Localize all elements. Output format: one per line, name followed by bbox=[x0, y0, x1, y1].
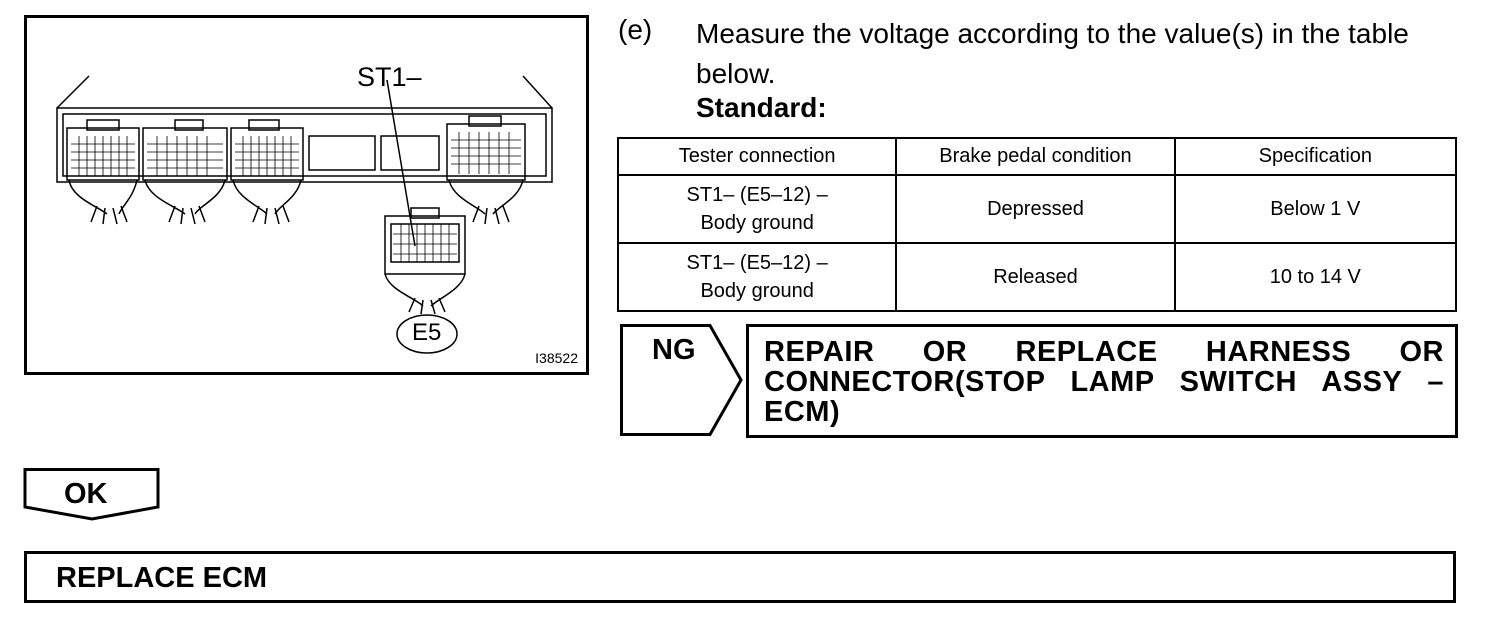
ecm-connector-figure: ST1– E5 I38522 bbox=[24, 15, 589, 375]
header-specification: Specification bbox=[1173, 137, 1458, 176]
ok-arrow-shape bbox=[23, 468, 160, 521]
ng-action-box: REPAIR OR REPLACE HARNESS OR CONNECTOR(S… bbox=[746, 324, 1458, 438]
spec-table: Tester connection Brake pedal condition … bbox=[616, 137, 1458, 312]
tester-connection-line2: Body ground bbox=[700, 212, 814, 234]
ok-label: OK bbox=[64, 478, 108, 510]
ok-branch-arrow: OK bbox=[22, 468, 162, 522]
table-row: ST1– (E5–12) – Body ground Depressed Bel… bbox=[616, 174, 1458, 244]
tester-connection-line2: Body ground bbox=[700, 280, 814, 302]
table-header-row: Tester connection Brake pedal condition … bbox=[616, 137, 1458, 176]
tester-connection-cell: ST1– (E5–12) – Body ground bbox=[616, 174, 898, 244]
tester-connection-line1: ST1– (E5–12) – bbox=[686, 184, 828, 206]
standard-label: Standard: bbox=[696, 92, 827, 123]
step-instruction: Measure the voltage according to the val… bbox=[696, 18, 1409, 89]
specification-cell: Below 1 V bbox=[1173, 174, 1458, 244]
header-brake-pedal-condition: Brake pedal condition bbox=[895, 137, 1176, 176]
brake-condition-cell: Depressed bbox=[895, 174, 1176, 244]
table-row: ST1– (E5–12) – Body ground Released 10 t… bbox=[616, 242, 1458, 312]
ng-branch-arrow: NG bbox=[620, 324, 744, 436]
ng-action-text: REPAIR OR REPLACE HARNESS OR CONNECTOR(S… bbox=[764, 336, 1444, 428]
header-tester-connection: Tester connection bbox=[616, 137, 898, 176]
specification-cell: 10 to 14 V bbox=[1173, 242, 1458, 312]
figure-id: I38522 bbox=[535, 350, 578, 366]
st1-callout-label: ST1– bbox=[357, 62, 422, 92]
ecm-connector-drawing bbox=[56, 75, 553, 354]
tester-connection-line1: ST1– (E5–12) – bbox=[686, 252, 828, 274]
ng-label: NG bbox=[652, 334, 696, 366]
step-marker: (e) bbox=[618, 14, 653, 45]
brake-condition-cell: Released bbox=[895, 242, 1176, 312]
ng-arrow-shape bbox=[620, 324, 743, 436]
tester-connection-cell: ST1– (E5–12) – Body ground bbox=[616, 242, 898, 312]
ok-action-text: REPLACE ECM bbox=[56, 562, 268, 594]
ok-action-box: REPLACE ECM bbox=[24, 551, 1456, 603]
e5-connector-label: E5 bbox=[412, 319, 442, 346]
